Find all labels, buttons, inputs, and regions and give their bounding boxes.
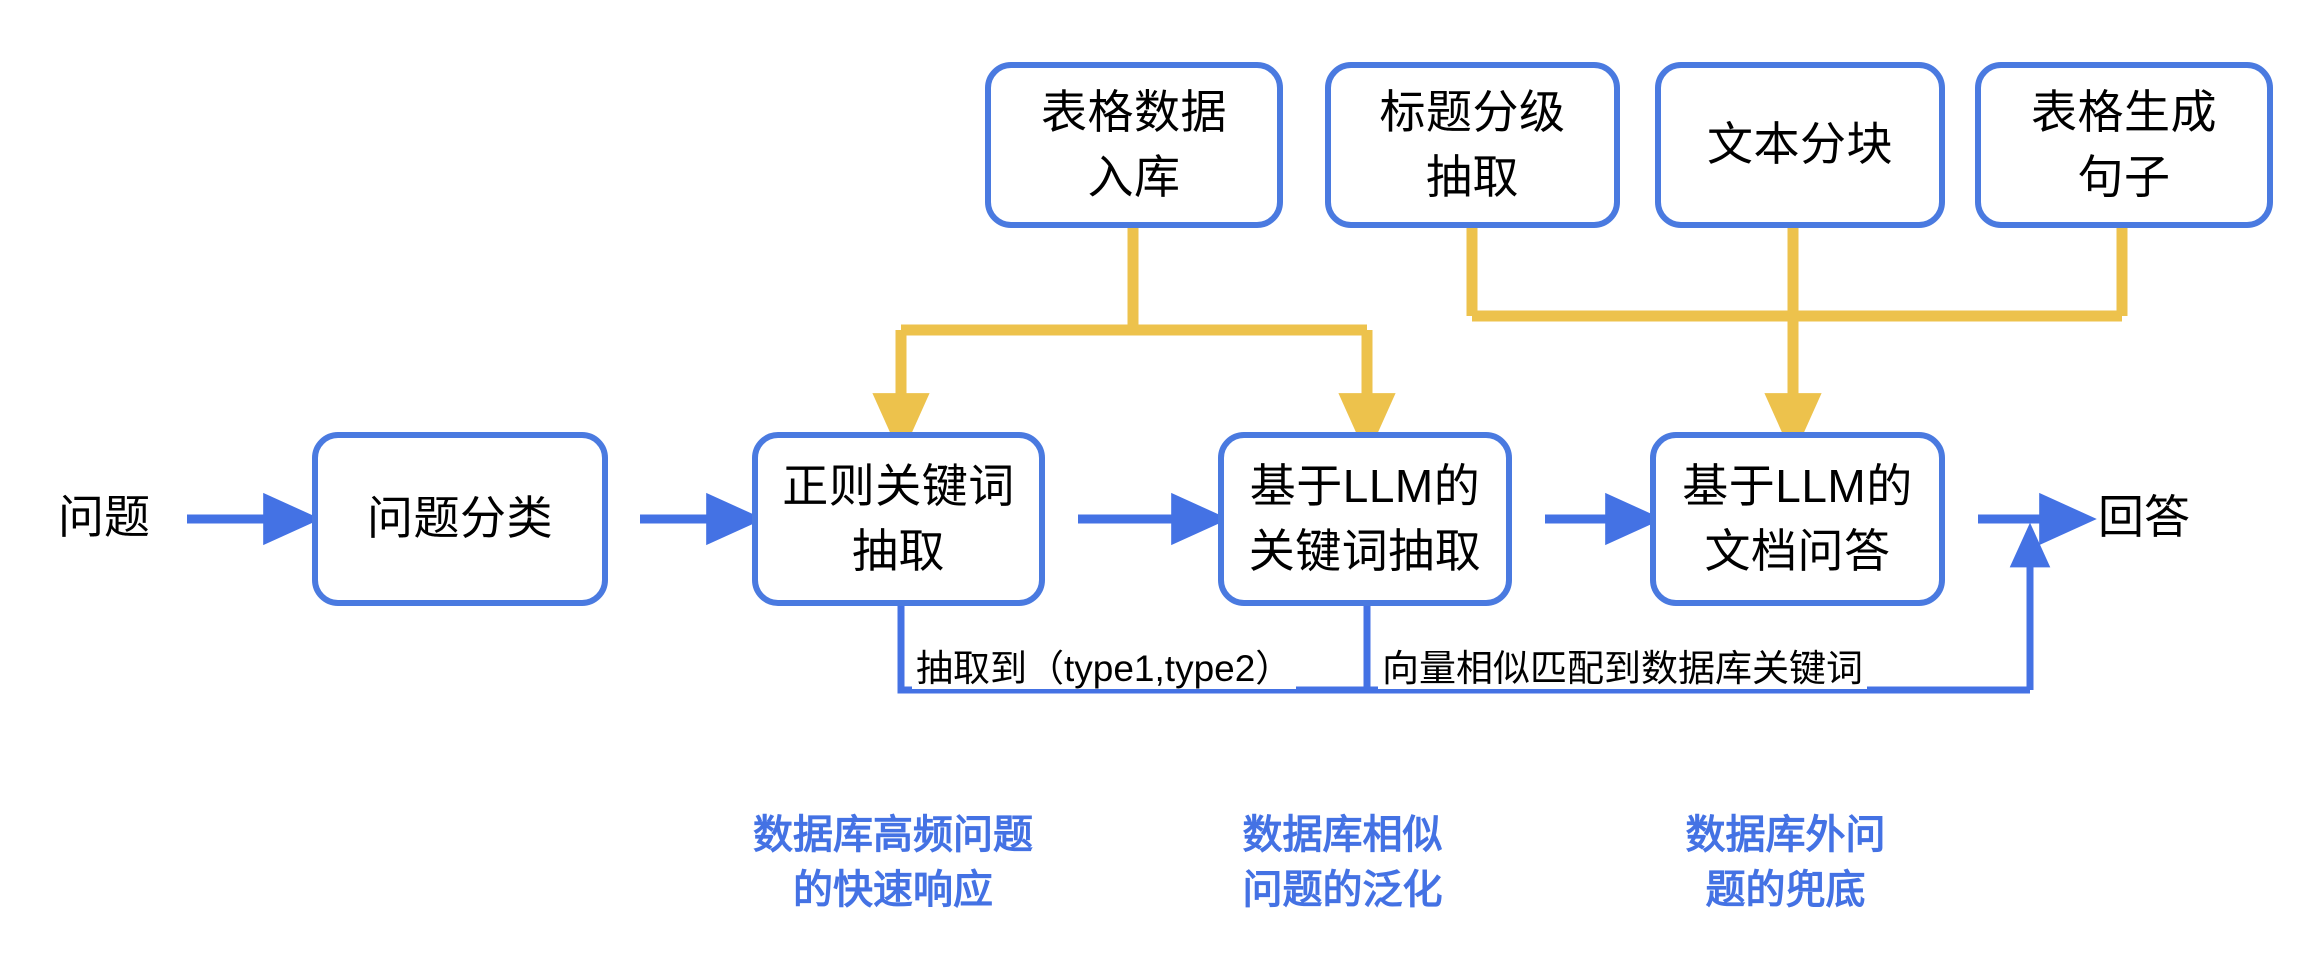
node-line: 问题分类: [367, 492, 553, 545]
edge-label-text: 抽取到（type1,type2）: [916, 648, 1293, 689]
node-heading-hierarchy-extract[interactable]: 标题分级 抽取: [1325, 62, 1620, 228]
terminal-input-label: 问题: [58, 491, 150, 543]
terminal-input-question: 问题: [58, 494, 150, 540]
node-line: 基于LLM的: [1249, 459, 1481, 512]
node-line: 文本分块: [1707, 118, 1893, 171]
caption-db-frequent-question: 数据库高频问题 的快速响应: [733, 808, 1053, 918]
node-question-classify[interactable]: 问题分类: [312, 432, 608, 606]
caption-db-similar-question: 数据库相似 问题的泛化: [1215, 808, 1470, 918]
node-line: 句子: [2077, 151, 2171, 203]
caption-line: 问题的泛化: [1242, 868, 1443, 913]
caption-line: 数据库外问: [1685, 813, 1886, 857]
caption-line: 的快速响应: [793, 868, 993, 913]
node-line: 表格生成: [2031, 85, 2217, 138]
node-text-chunking[interactable]: 文本分块: [1655, 62, 1945, 228]
terminal-output-answer: 回答: [2098, 494, 2190, 540]
node-line: 抽取: [1426, 151, 1519, 203]
feature-connectors: [872, 228, 2128, 457]
caption-db-external-question: 数据库外问 题的兜底: [1658, 808, 1913, 918]
node-table-to-sentence[interactable]: 表格生成 句子: [1975, 62, 2273, 228]
caption-line: 数据库相似: [1242, 813, 1443, 857]
node-llm-doc-qa[interactable]: 基于LLM的 文档问答: [1650, 432, 1945, 606]
node-line: 入库: [1087, 151, 1181, 203]
node-regex-keyword-extract[interactable]: 正则关键词 抽取: [752, 432, 1045, 606]
node-line: 标题分级: [1379, 85, 1566, 138]
node-line: 文档问答: [1704, 525, 1891, 577]
node-line: 正则关键词: [782, 459, 1015, 512]
node-line: 表格数据: [1041, 85, 1227, 138]
node-line: 基于LLM的: [1682, 459, 1913, 512]
edge-label-text: 向量相似匹配到数据库关键词: [1382, 648, 1863, 689]
terminal-output-label: 回答: [2098, 491, 2190, 543]
caption-line: 题的兜底: [1705, 868, 1866, 913]
node-llm-keyword-extract[interactable]: 基于LLM的 关键词抽取: [1218, 432, 1512, 606]
node-table-data-ingest[interactable]: 表格数据 入库: [985, 62, 1283, 228]
node-line: 抽取: [852, 525, 945, 577]
caption-line: 数据库高频问题: [753, 813, 1033, 857]
edge-label-vector-similarity-match: 向量相似匹配到数据库关键词: [1378, 648, 1867, 689]
edge-label-extract-types: 抽取到（type1,type2）: [912, 648, 1297, 689]
node-line: 关键词抽取: [1248, 525, 1482, 577]
